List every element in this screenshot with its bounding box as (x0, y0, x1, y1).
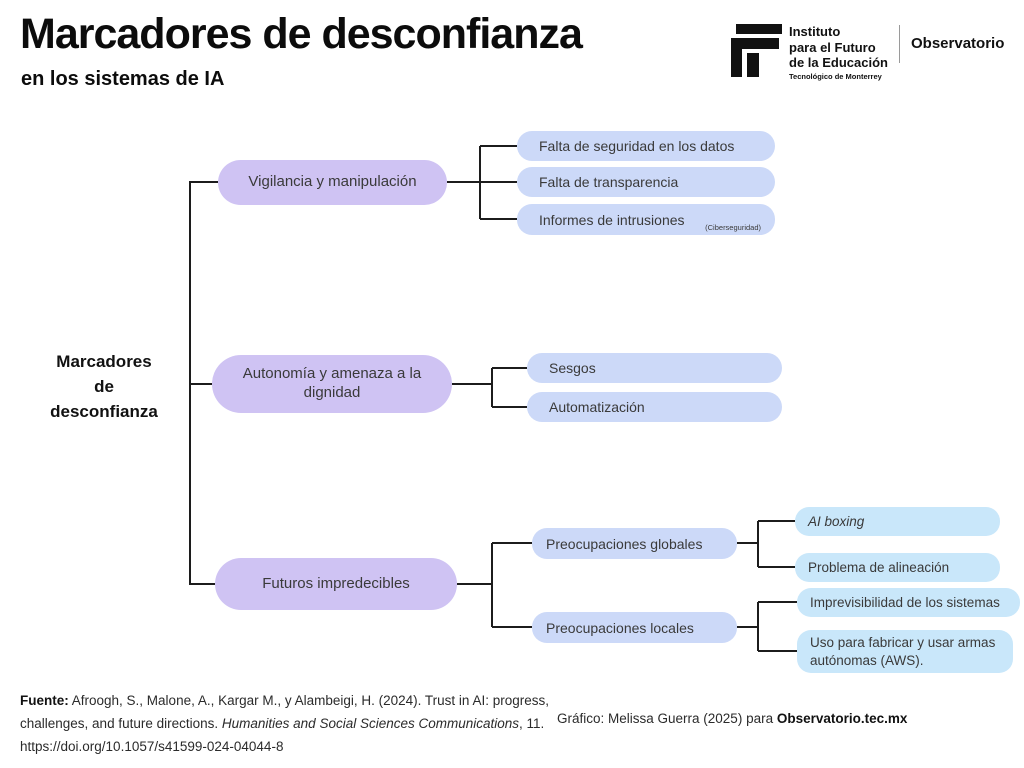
node-problema-de-alineacion: Problema de alineación (795, 553, 1000, 582)
page-title: Marcadores de desconfianza (20, 10, 583, 58)
credit-text: Gráfico: Melissa Guerra (2025) para (557, 711, 774, 726)
org-line: para el Futuro (789, 39, 876, 55)
node-vigilancia-y-manipulacion: Vigilancia y manipulación (218, 160, 447, 205)
org-tagline: Tecnológico de Monterrey (789, 71, 882, 81)
node-imprevisibilidad-sistemas: Imprevisibilidad de los sistemas (797, 588, 1020, 617)
logo-bar (736, 24, 782, 34)
logo-divider (899, 25, 900, 63)
logo-bar (747, 53, 759, 77)
ife-logo-icon (731, 24, 787, 78)
node-informes-de-intrusiones: Informes de intrusiones (Ciberseguridad) (517, 204, 775, 235)
source-journal: Humanities and Social Sciences Communica… (221, 716, 520, 731)
org-line: de la Educación (789, 55, 888, 70)
source-label: Fuente: (20, 693, 69, 708)
brand-observatorio: Observatorio (911, 35, 1005, 52)
source-citation: Fuente: Afroogh, S., Malone, A., Kargar … (20, 689, 555, 758)
node-ai-boxing: AI boxing (795, 507, 1000, 536)
credit-site: Observatorio.tec.mx (776, 711, 908, 726)
node-futuros-impredecibles: Futuros impredecibles (215, 558, 457, 610)
node-preocupaciones-globales: Preocupaciones globales (532, 528, 737, 559)
node-falta-de-transparencia: Falta de transparencia (517, 167, 775, 197)
org-name-block: Instituto para el Futuro de la Educación… (789, 24, 888, 81)
logo-bar (731, 38, 742, 77)
source-text: Afroogh, S., Malone, A., Kargar M., y Al… (20, 693, 549, 731)
logo-bar (731, 38, 779, 49)
source-doi: , 11. https://doi.org/10.1057/s41599-024… (20, 716, 545, 754)
node-autonomia-y-amenaza: Autonomía y amenaza a la dignidad (212, 355, 452, 413)
node-label: Informes de intrusiones (539, 211, 685, 228)
node-automatizacion: Automatización (527, 392, 782, 422)
node-falta-de-seguridad: Falta de seguridad en los datos (517, 131, 775, 161)
org-line: Instituto (789, 24, 841, 39)
page-subtitle: en los sistemas de IA (21, 68, 225, 90)
node-preocupaciones-locales: Preocupaciones locales (532, 612, 737, 643)
node-sesgos: Sesgos (527, 353, 782, 383)
root-node-label: Marcadores de desconfianza (50, 352, 158, 421)
credit-line: Gráfico: Melissa Guerra (2025) para Obse… (557, 711, 907, 726)
node-note-ciberseguridad: (Ciberseguridad) (705, 223, 761, 232)
node-uso-armas-autonomas: Uso para fabricar y usar armas autónomas… (797, 630, 1013, 673)
